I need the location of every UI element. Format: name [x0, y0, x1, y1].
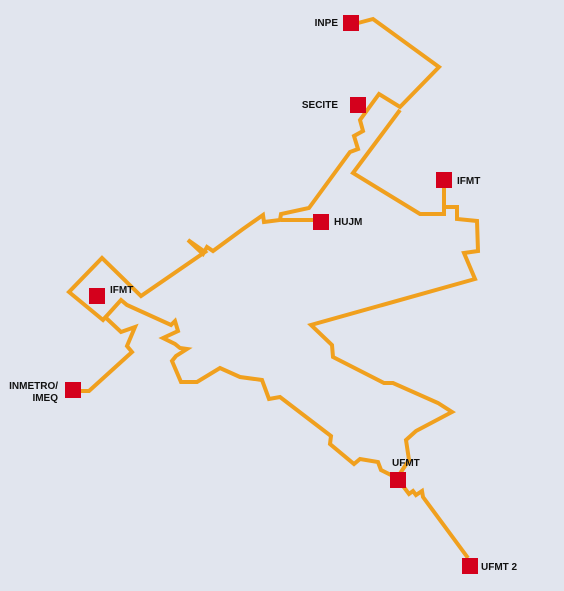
- main-ring-route: [66, 16, 481, 481]
- node-marker: [65, 382, 81, 398]
- node-label: IFMT: [110, 285, 133, 296]
- node-secite[interactable]: SECITE: [302, 97, 366, 113]
- node-ufmt-2[interactable]: UFMT 2: [462, 558, 518, 574]
- node-marker: [350, 97, 366, 113]
- node-ufmt[interactable]: UFMT: [390, 458, 420, 488]
- node-label-line-1: INMETRO/: [9, 381, 58, 392]
- inmetro-spur-route: [79, 314, 139, 393]
- node-ifmt-east[interactable]: IFMT: [436, 172, 480, 188]
- node-marker: [343, 15, 359, 31]
- ufmt2-spur-route: [395, 476, 470, 560]
- node-marker: [462, 558, 478, 574]
- node-label-line-2: IMEQ: [32, 393, 58, 404]
- node-hujm[interactable]: HUJM: [313, 214, 362, 230]
- node-label: INPE: [315, 18, 339, 29]
- node-label: HUJM: [334, 217, 362, 228]
- node-label: UFMT 2: [481, 562, 518, 573]
- node-label: SECITE: [302, 100, 338, 111]
- node-marker: [436, 172, 452, 188]
- node-marker: [390, 472, 406, 488]
- node-marker: [313, 214, 329, 230]
- node-ifmt-west[interactable]: IFMT: [89, 285, 133, 304]
- node-inpe[interactable]: INPE: [315, 15, 359, 31]
- node-marker: [89, 288, 105, 304]
- node-label: IFMT: [457, 176, 480, 187]
- node-inmetro-imeq[interactable]: INMETRO/ IMEQ: [9, 381, 81, 404]
- node-label: UFMT: [392, 458, 420, 469]
